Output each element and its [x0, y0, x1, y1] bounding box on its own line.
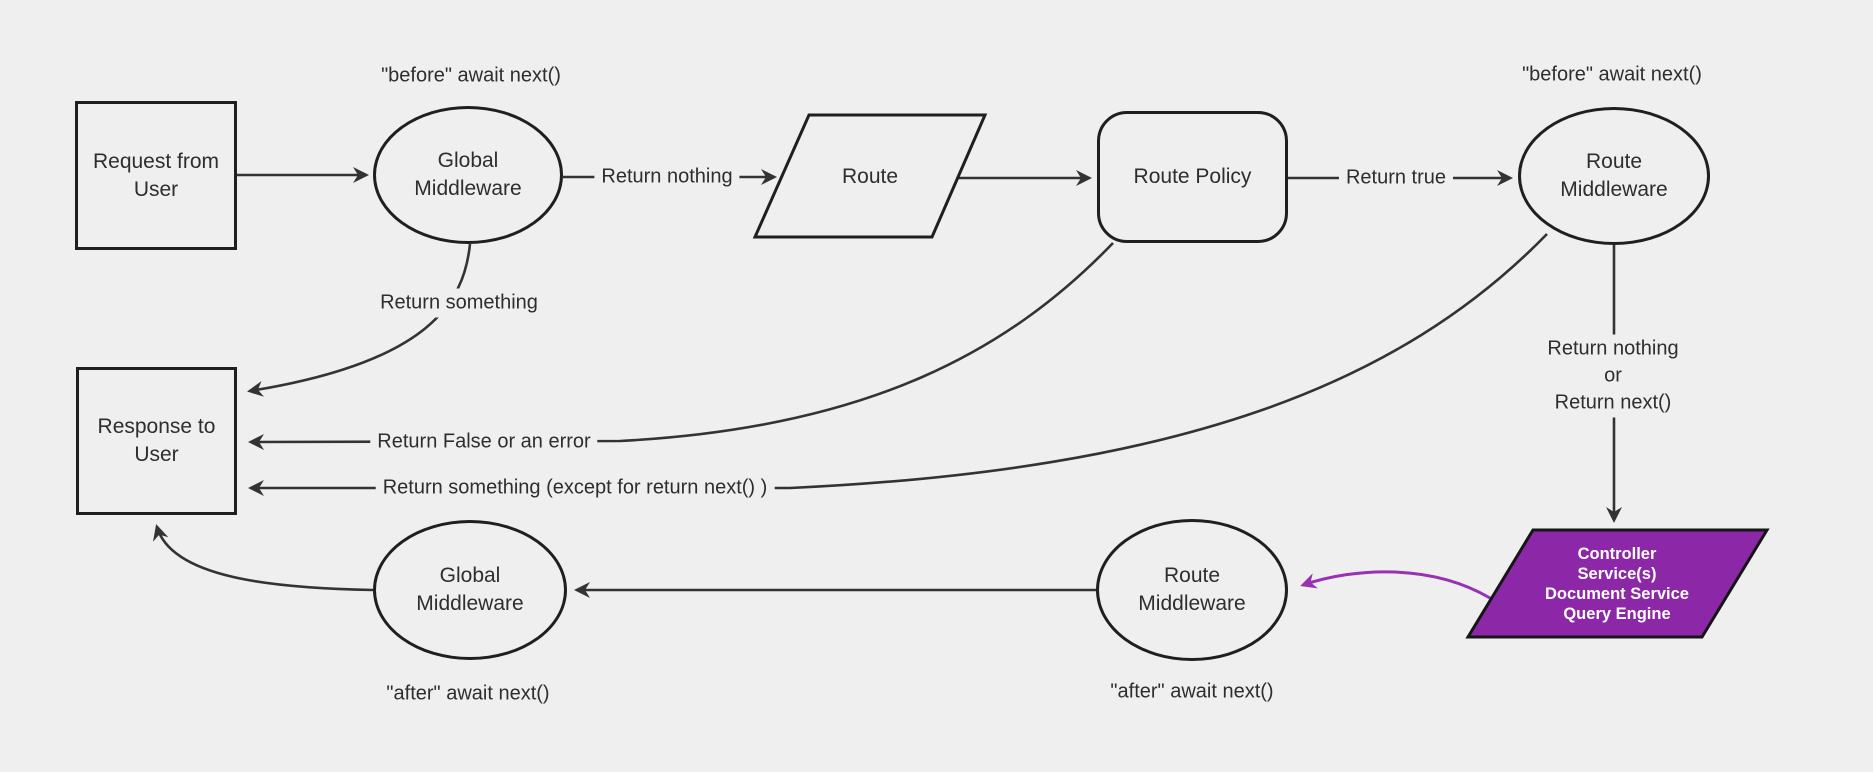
edge-label-after-route: "after" await next() [1103, 677, 1281, 707]
request-from-user-node: Request from User [75, 101, 237, 250]
edge-label-return-nothing-or-next: Return nothing or Return next() [1540, 334, 1686, 418]
edge-global-middleware-bottom-to-response [153, 524, 374, 592]
controller-node-shape [1465, 528, 1770, 639]
controller-node-label: Controller Service(s) Document Service Q… [1545, 545, 1689, 623]
route-middleware-top-node: Route Middleware [1518, 107, 1710, 245]
global-middleware-top-node: Global Middleware [373, 106, 563, 244]
edge-controller-to-route-middleware-bottom [1300, 570, 1491, 600]
edge-global-middleware-return-something-to-response [247, 243, 472, 397]
route-node-label: Route [841, 165, 899, 188]
route-node-shape [752, 113, 988, 239]
edge-route-policy-return-false-to-response [248, 242, 1114, 450]
edge-label-return-false-or-error: Return False or an error [370, 427, 598, 457]
edge-label-return-something-except: Return something (except for return next… [375, 473, 775, 503]
edge-label-return-something: Return something [373, 288, 545, 318]
edge-label-before-route: "before" await next() [1515, 60, 1709, 90]
edge-label-return-nothing: Return nothing [594, 162, 740, 192]
edge-route-middleware-return-something-to-response [248, 233, 1548, 496]
edge-label-after-global: "after" await next() [379, 679, 557, 709]
edge-label-before-global: "before" await next() [374, 61, 568, 91]
route-policy-node: Route Policy [1097, 111, 1288, 243]
response-to-user-node: Response to User [76, 367, 237, 515]
edge-label-return-true: Return true [1338, 163, 1454, 193]
global-middleware-bottom-node: Global Middleware [373, 520, 567, 660]
route-middleware-bottom-node: Route Middleware [1096, 519, 1288, 661]
